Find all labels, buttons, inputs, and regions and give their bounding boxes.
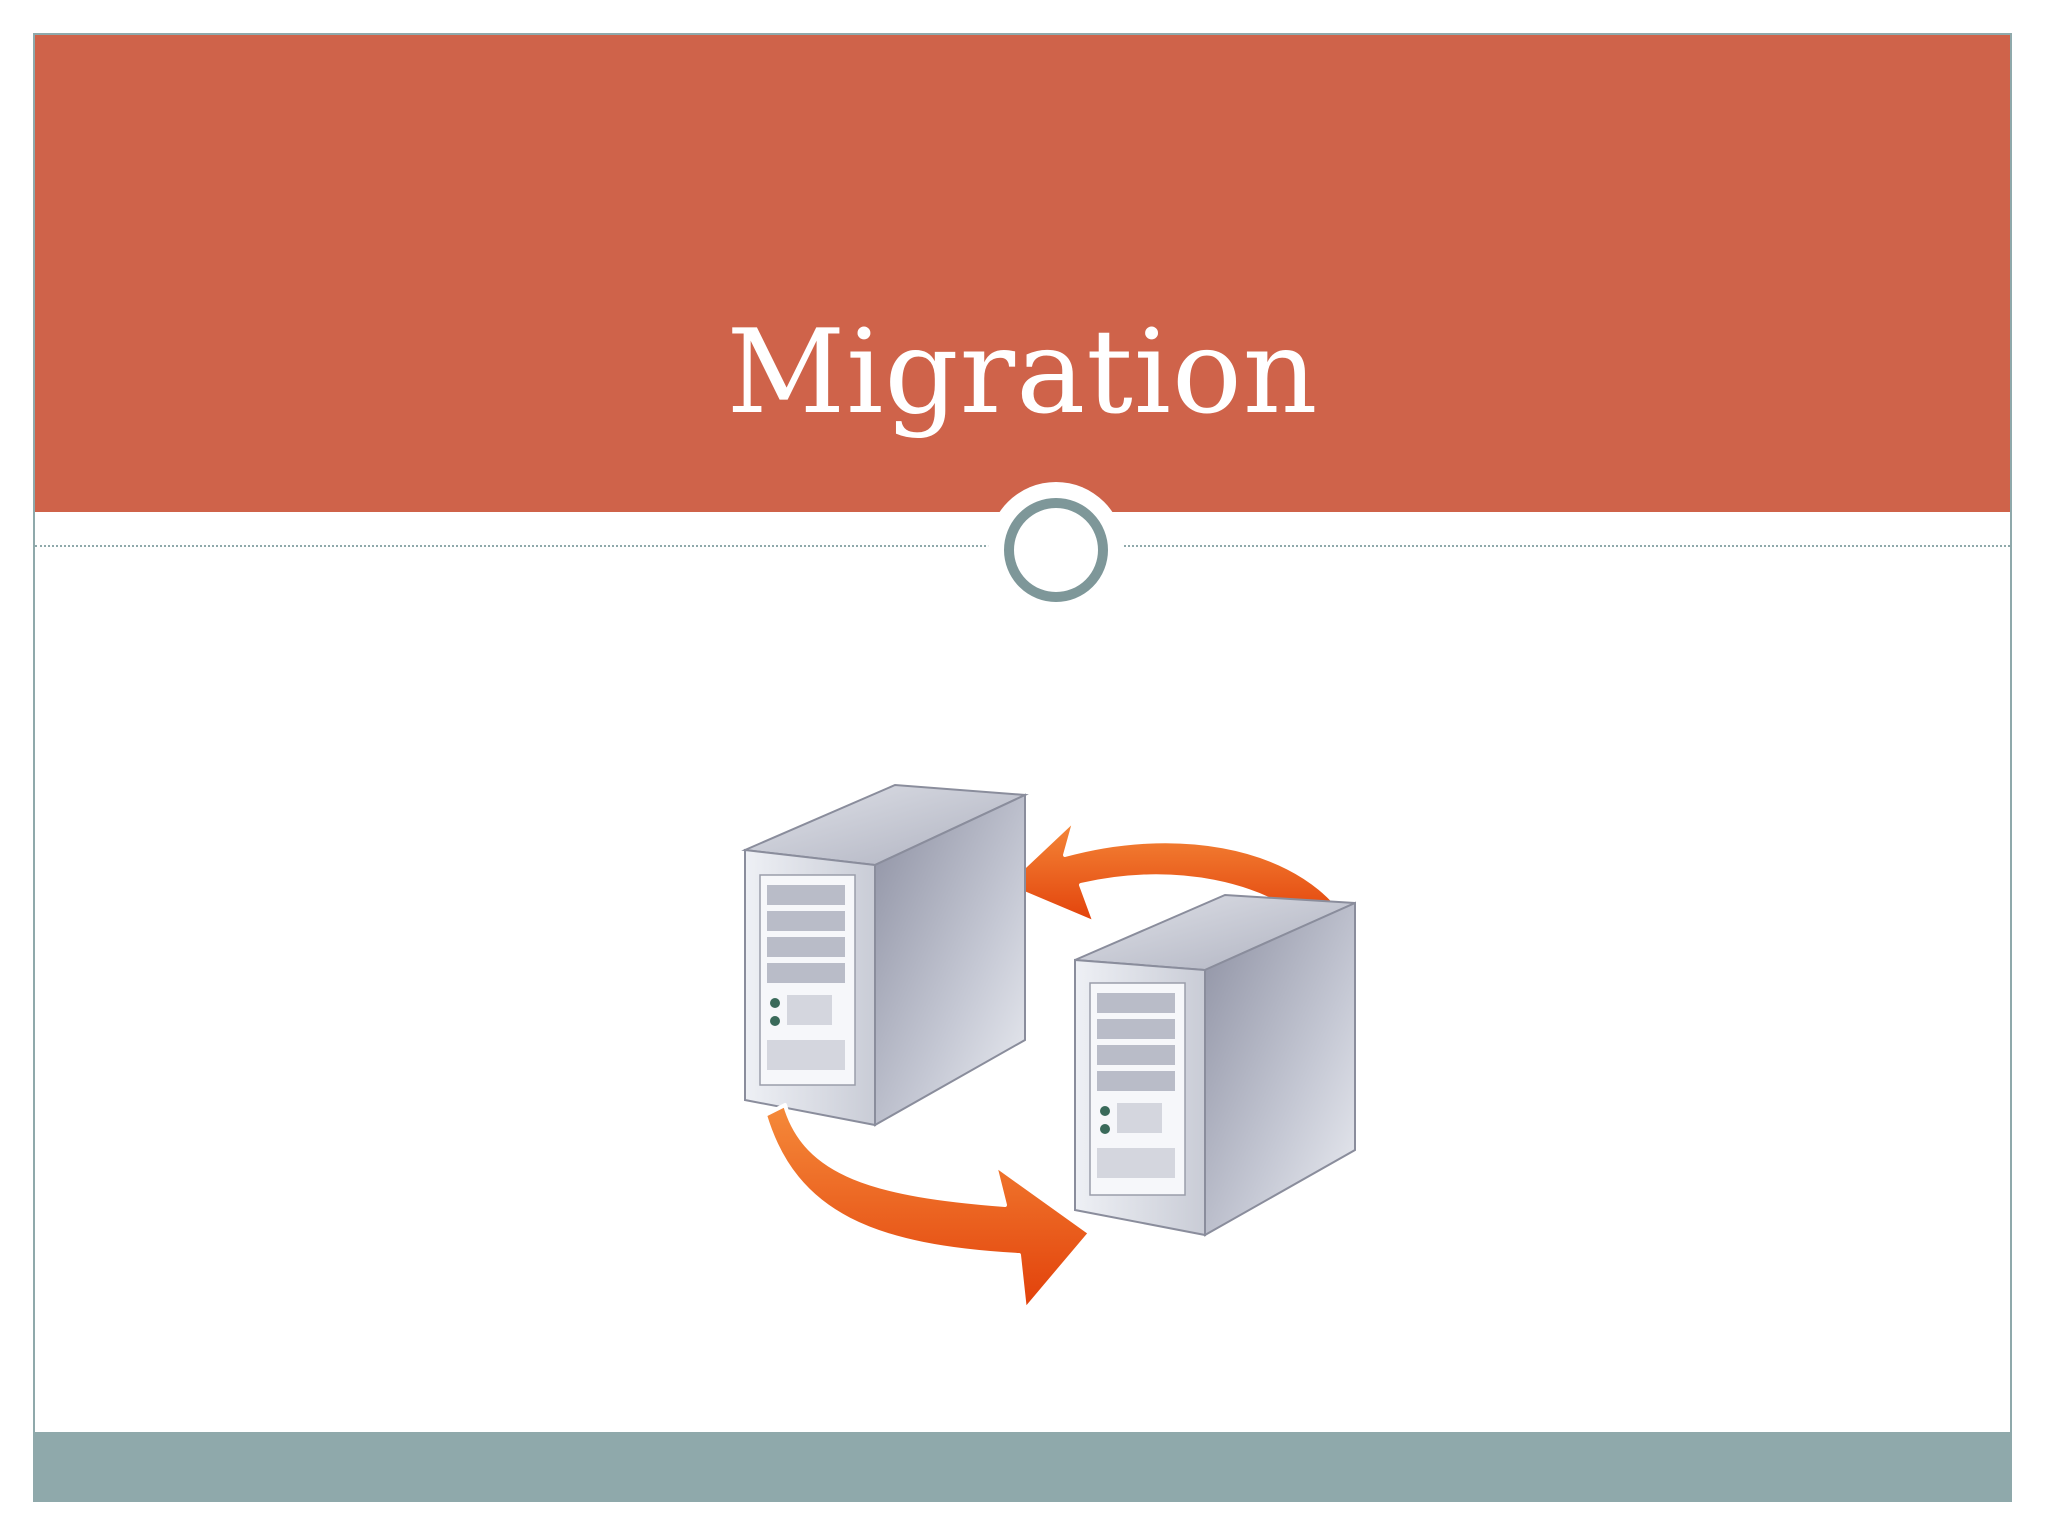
- server-right-icon: [1074, 893, 1356, 1237]
- arrow-right-icon: [763, 1103, 1092, 1312]
- divider-circle-icon: [988, 482, 1124, 618]
- title-band: Migration: [35, 35, 2010, 512]
- footer-band: [35, 1432, 2010, 1500]
- server-left-icon: [741, 783, 1029, 1127]
- divider-ring: [1004, 498, 1108, 602]
- slide-title: Migration: [726, 305, 1319, 440]
- arrow-left-icon: [1003, 817, 1339, 927]
- server-migration-icon: [741, 783, 1356, 1312]
- slide: Migration: [33, 33, 2012, 1502]
